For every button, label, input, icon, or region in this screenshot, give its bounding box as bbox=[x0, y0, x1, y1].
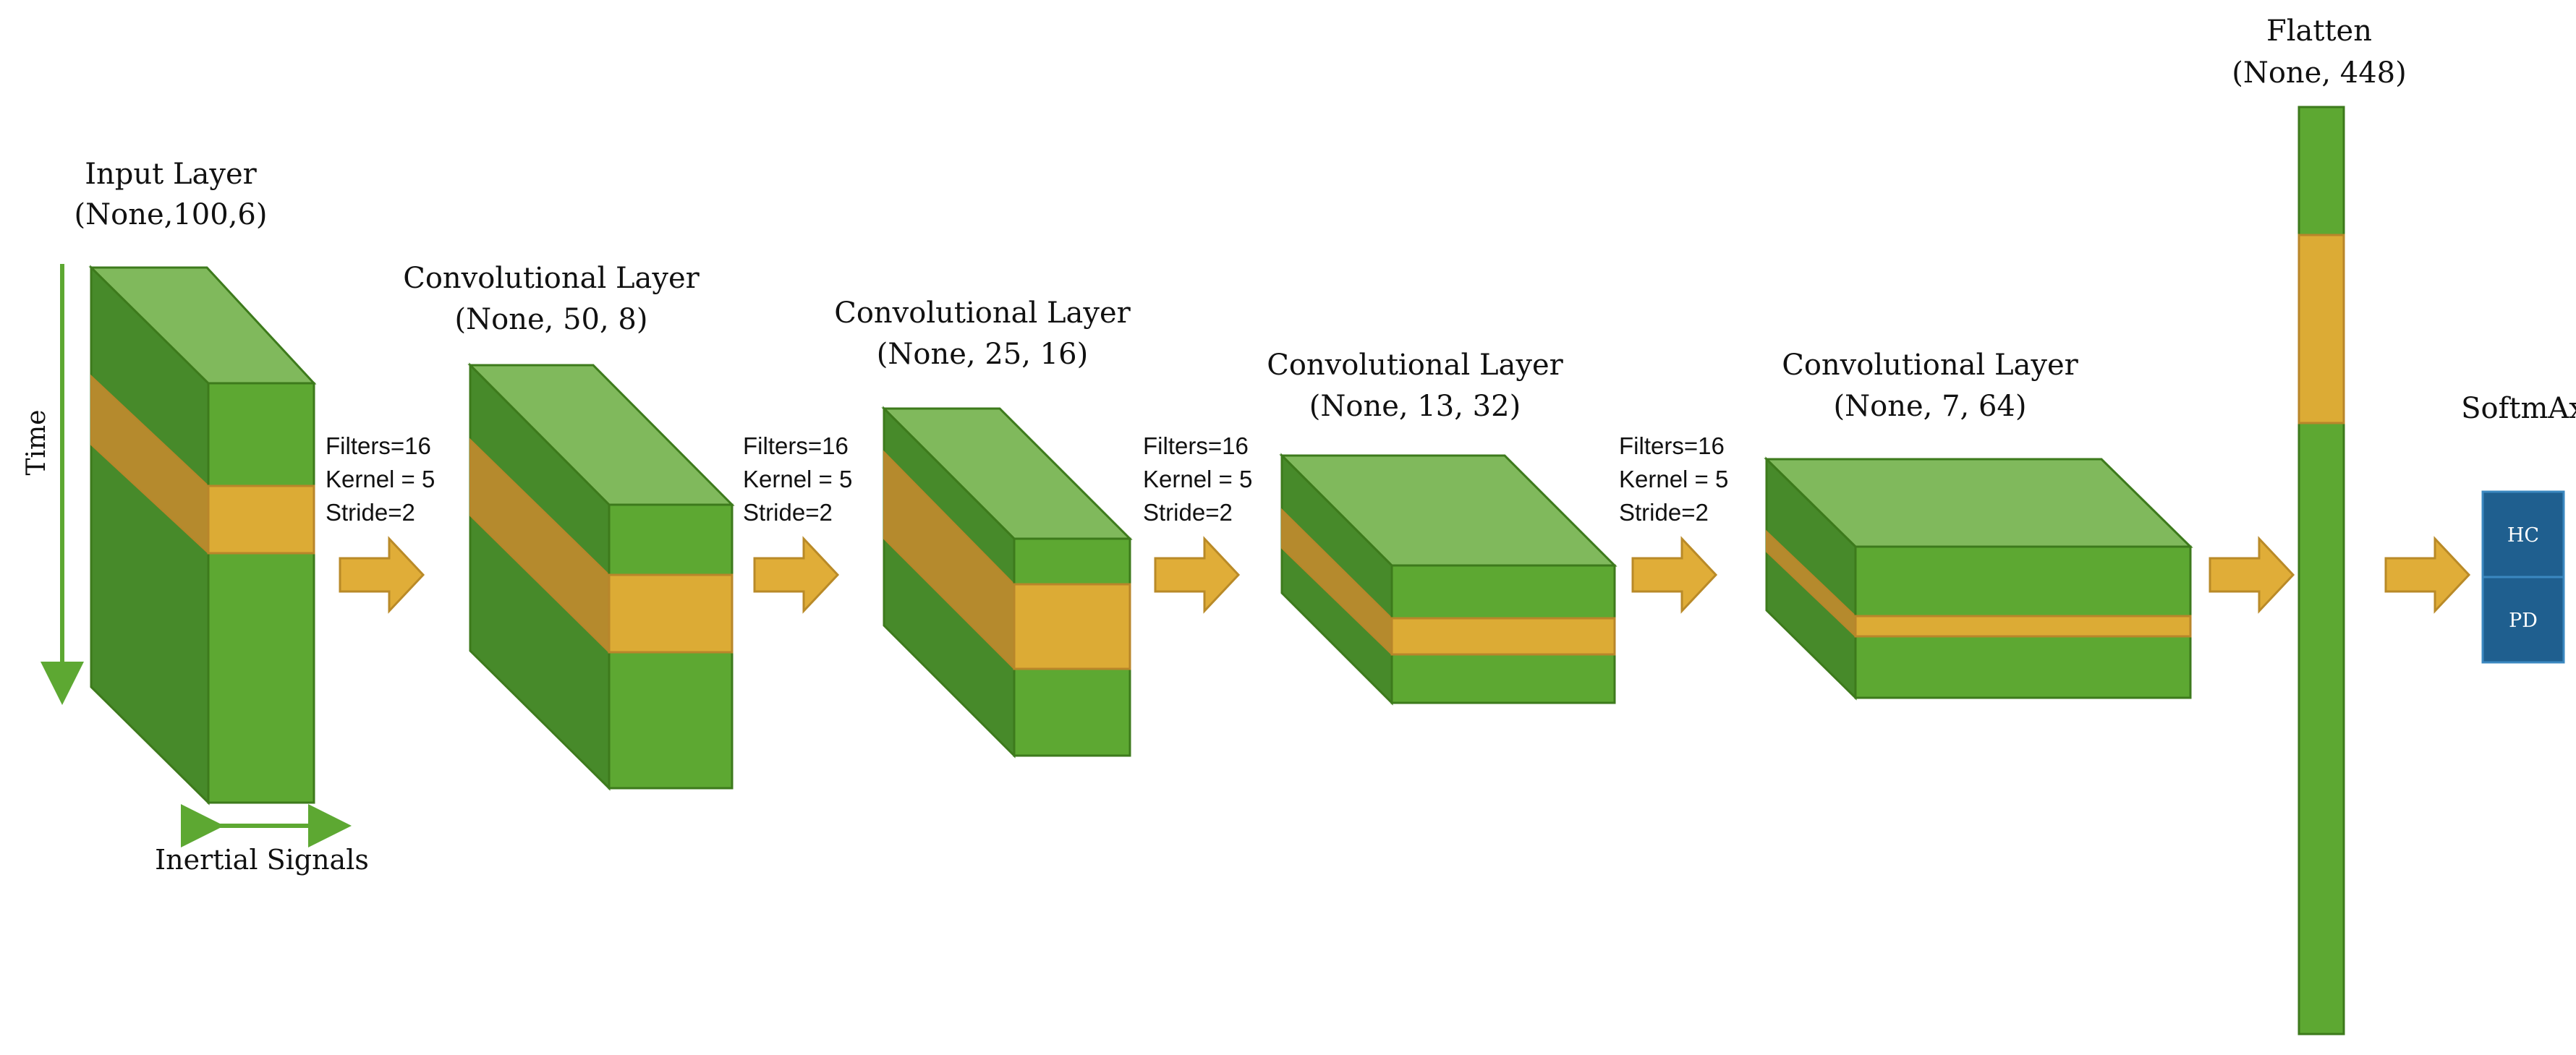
conv-layer-1-shape: (None, 50, 8) bbox=[455, 303, 648, 336]
flatten-title: Flatten bbox=[2266, 14, 2372, 48]
flow-arrow-6-shape bbox=[2384, 536, 2471, 614]
softmax-class-hc-label: HC bbox=[2507, 524, 2539, 547]
flow-arrow-5-shape bbox=[2209, 536, 2295, 614]
input-layer-block bbox=[88, 265, 317, 806]
params-4-kernel: Kernel = 5 bbox=[1619, 466, 1728, 492]
conv-layer-3-title: Convolutional Layer bbox=[1267, 349, 1563, 382]
params-2: Filters=16 Kernel = 5 Stride=2 bbox=[743, 432, 852, 526]
conv-layer-2-title: Convolutional Layer bbox=[834, 296, 1131, 330]
softmax-block: HC PD bbox=[2481, 490, 2565, 664]
flatten-layer-block bbox=[2297, 106, 2345, 1035]
flatten-highlight bbox=[2297, 234, 2345, 424]
conv-layer-3-block bbox=[1279, 453, 1618, 706]
signals-axis-label: Inertial Signals bbox=[155, 844, 369, 876]
flow-arrow-1 bbox=[339, 536, 425, 614]
params-3-kernel: Kernel = 5 bbox=[1143, 466, 1252, 492]
params-3-stride: Stride=2 bbox=[1143, 499, 1233, 526]
params-2-stride: Stride=2 bbox=[743, 499, 833, 526]
flow-arrow-2 bbox=[753, 536, 840, 614]
params-1: Filters=16 Kernel = 5 Stride=2 bbox=[326, 432, 435, 526]
conv-layer-1-title: Convolutional Layer bbox=[403, 262, 700, 295]
params-4-filters: Filters=16 bbox=[1619, 432, 1725, 459]
flow-arrow-4 bbox=[1631, 536, 1718, 614]
flow-arrow-3-shape bbox=[1154, 536, 1241, 614]
params-1-kernel: Kernel = 5 bbox=[326, 466, 435, 492]
conv-layer-4-title: Convolutional Layer bbox=[1782, 349, 2078, 382]
params-4-stride: Stride=2 bbox=[1619, 499, 1709, 526]
softmax-class-pd-box bbox=[2481, 576, 2565, 664]
time-axis-label: Time bbox=[22, 410, 51, 476]
flow-arrow-2-shape bbox=[753, 536, 840, 614]
params-4: Filters=16 Kernel = 5 Stride=2 bbox=[1619, 432, 1728, 526]
conv-layer-3-front-stripe bbox=[1390, 617, 1616, 656]
input-layer-title: Input Layer bbox=[85, 158, 257, 191]
params-2-filters: Filters=16 bbox=[743, 432, 849, 459]
flow-arrow-1-shape bbox=[339, 536, 425, 614]
input-layer-shape: (None,100,6) bbox=[75, 198, 268, 231]
params-3: Filters=16 Kernel = 5 Stride=2 bbox=[1143, 432, 1252, 526]
conv-layer-4-block bbox=[1764, 456, 2193, 701]
softmax-title: SoftmAx bbox=[2461, 392, 2576, 425]
flatten-shape: (None, 448) bbox=[2232, 56, 2407, 90]
input-layer-front-face bbox=[207, 382, 315, 804]
params-2-kernel: Kernel = 5 bbox=[743, 466, 852, 492]
params-1-stride: Stride=2 bbox=[326, 499, 415, 526]
input-layer-front-stripe bbox=[207, 484, 315, 555]
conv-layer-2-shape: (None, 25, 16) bbox=[877, 338, 1088, 371]
conv-layer-2-front-stripe bbox=[1013, 583, 1131, 670]
params-3-filters: Filters=16 bbox=[1143, 432, 1249, 459]
flow-arrow-4-shape bbox=[1631, 536, 1718, 614]
conv-layer-4-front-stripe bbox=[1854, 615, 2192, 638]
softmax-class-hc-box bbox=[2481, 490, 2565, 578]
conv-layer-3-shape: (None, 13, 32) bbox=[1309, 390, 1521, 423]
conv-layer-1-block bbox=[467, 362, 735, 791]
conv-layer-2-block bbox=[881, 406, 1133, 759]
params-1-filters: Filters=16 bbox=[326, 432, 431, 459]
flow-arrow-3 bbox=[1154, 536, 1241, 614]
softmax-class-pd-label: PD bbox=[2509, 610, 2538, 632]
conv-layer-1-front-stripe bbox=[608, 573, 734, 654]
flow-arrow-6 bbox=[2384, 536, 2471, 614]
flow-arrow-5 bbox=[2209, 536, 2295, 614]
conv-layer-4-shape: (None, 7, 64) bbox=[1834, 390, 2027, 423]
